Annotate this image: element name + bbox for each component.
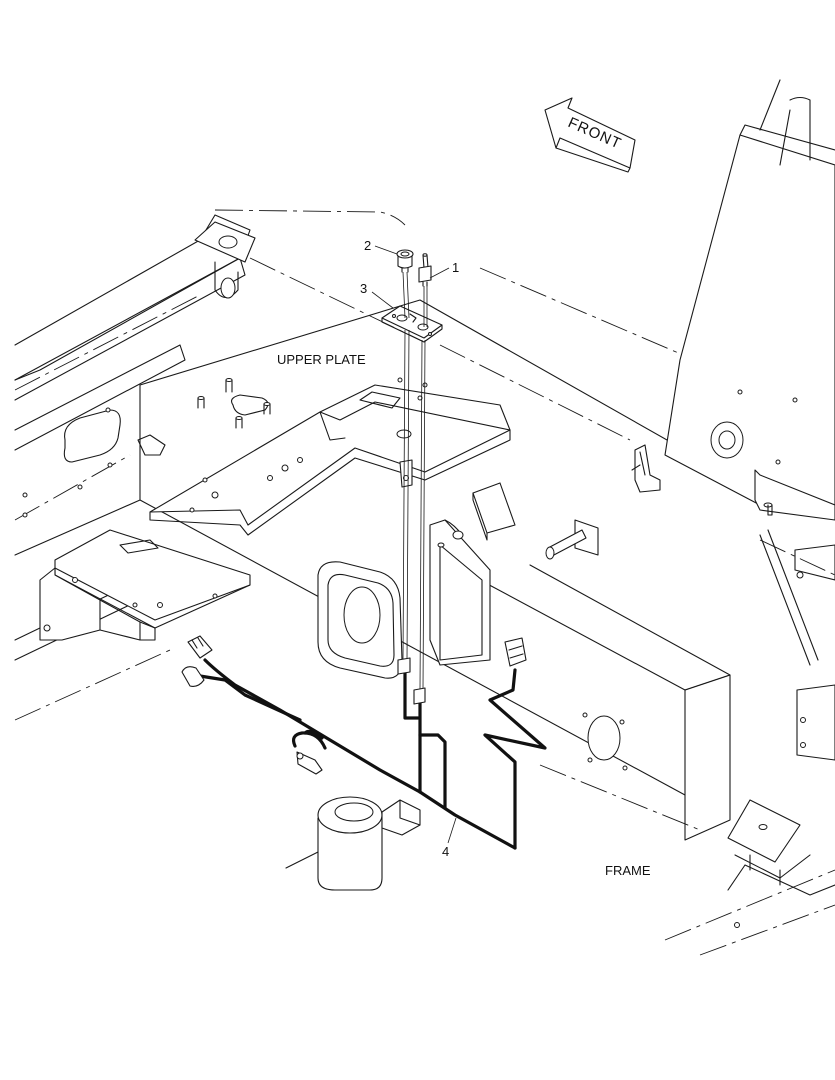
switch-assembly xyxy=(381,249,443,691)
callout-3: 3 xyxy=(360,281,367,296)
frame-body xyxy=(14,299,731,841)
right-panel xyxy=(631,79,835,761)
pin-shaft xyxy=(545,519,599,560)
wire-harness xyxy=(181,635,547,850)
upper-plate-label: UPPER PLATE xyxy=(277,352,366,367)
left-beam xyxy=(14,214,256,451)
mid-bracket xyxy=(429,482,516,666)
callout-4: 4 xyxy=(442,844,449,859)
upper-plate xyxy=(149,377,511,536)
bottom-right-bracket xyxy=(727,799,835,928)
cylinder-component xyxy=(285,796,421,891)
callout-2: 2 xyxy=(364,238,371,253)
callout-1: 1 xyxy=(452,260,459,275)
frame-label: FRAME xyxy=(605,863,651,878)
callouts: 2 1 3 4 xyxy=(360,238,459,859)
left-bracket xyxy=(39,529,251,641)
front-direction-arrow: FRONT xyxy=(544,97,636,173)
